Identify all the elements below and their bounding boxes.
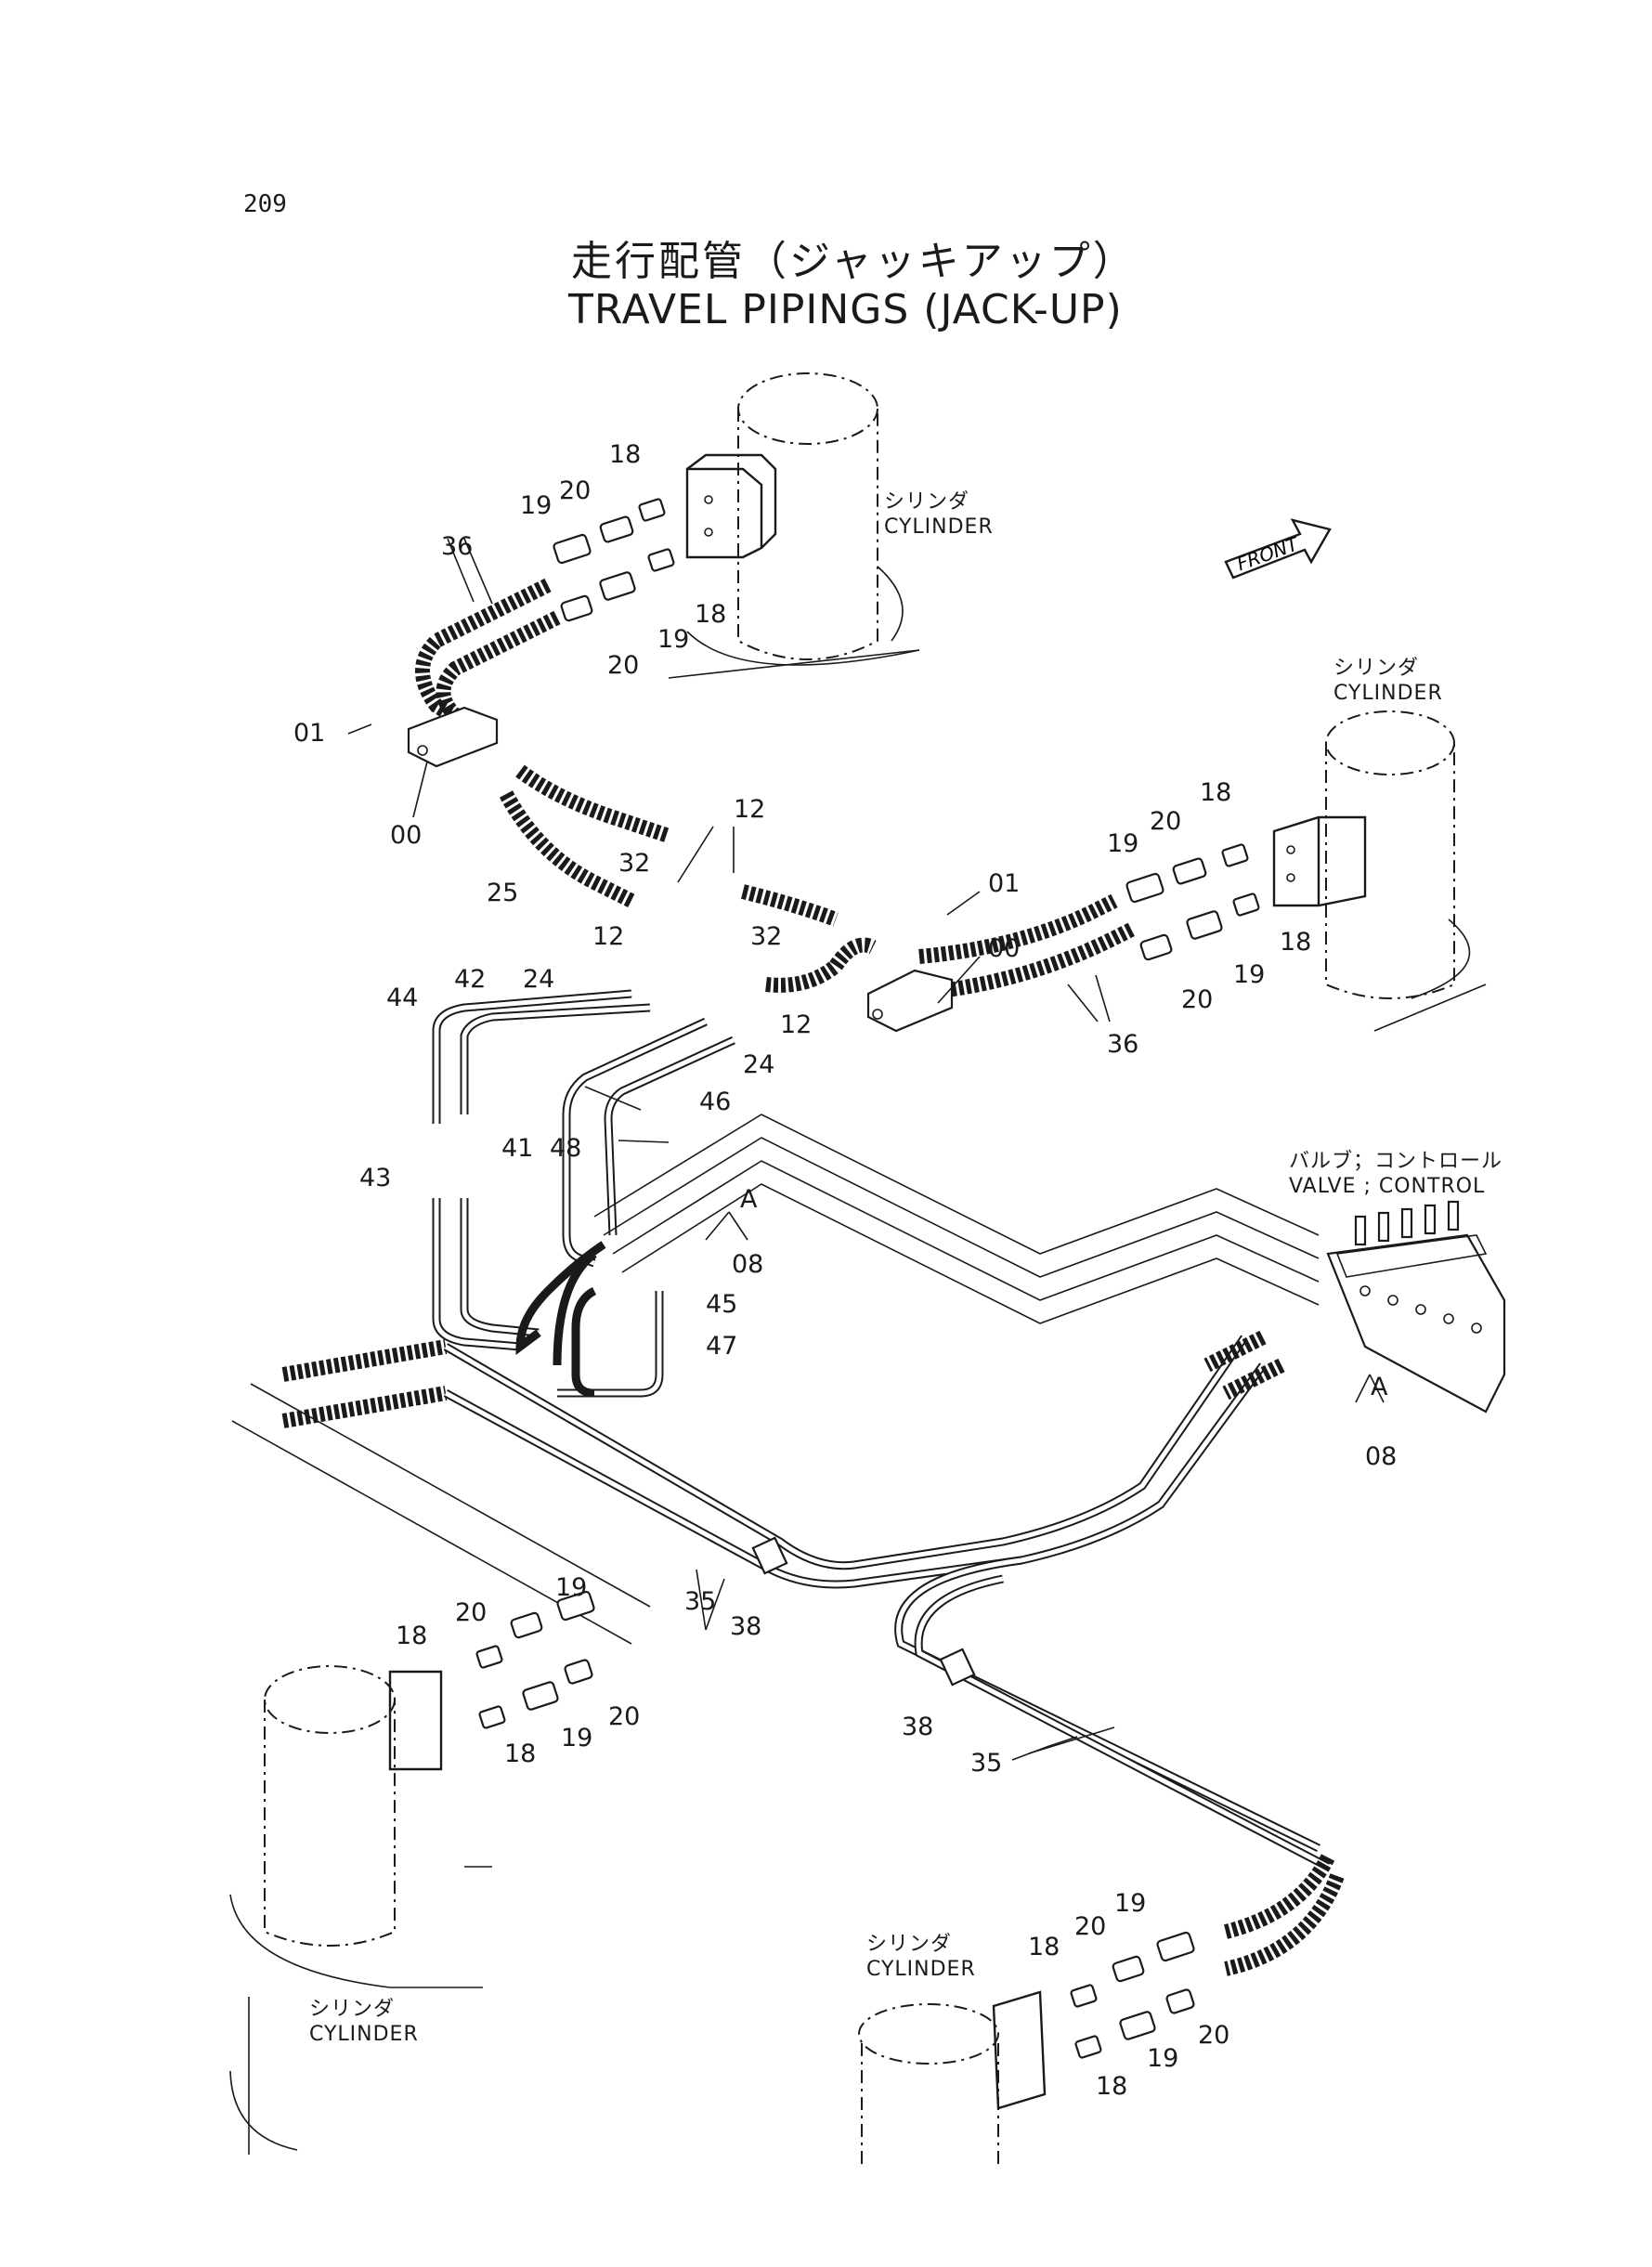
callout-19: 19 xyxy=(1147,2044,1178,2073)
callout-32: 32 xyxy=(618,849,650,878)
cylinder-label-top: シリンダ CYLINDER xyxy=(884,489,994,540)
callout-38: 38 xyxy=(730,1612,761,1641)
callout-18: 18 xyxy=(1280,928,1311,957)
callout-18: 18 xyxy=(609,440,641,469)
callout-20: 20 xyxy=(1074,1912,1106,1941)
cylinder-label-en: CYLINDER xyxy=(1333,682,1443,705)
clamp-38-right xyxy=(939,1648,976,1687)
cylinder-label-jp: シリンダ xyxy=(1333,657,1420,680)
callout-43: 43 xyxy=(359,1164,391,1192)
callout-48: 48 xyxy=(550,1134,581,1163)
callout-32: 32 xyxy=(750,922,782,951)
leader-lines xyxy=(347,538,1385,1761)
callout-41: 41 xyxy=(501,1134,533,1163)
callout-18: 18 xyxy=(1096,2072,1127,2101)
callout-20: 20 xyxy=(1198,2021,1229,2050)
callout-20: 20 xyxy=(559,476,591,505)
callout-19: 19 xyxy=(657,625,689,654)
page-number: 209 xyxy=(243,190,287,218)
clamp-38-left xyxy=(751,1536,788,1575)
callout-46: 46 xyxy=(699,1088,731,1116)
fittings-top xyxy=(553,498,675,622)
callout-18: 18 xyxy=(1028,1933,1060,1961)
callout-25: 25 xyxy=(487,879,518,907)
callout-view-a: A xyxy=(1371,1373,1388,1401)
callout-19: 19 xyxy=(1114,1889,1146,1918)
callout-numbers: 18 20 19 36 18 19 20 01 00 12 32 25 12 3… xyxy=(293,440,1397,2101)
callout-00: 00 xyxy=(988,934,1020,963)
hose-set-lower xyxy=(281,1330,1345,1976)
callout-47: 47 xyxy=(706,1332,737,1361)
pipe-group-middle xyxy=(432,989,735,1398)
callout-38: 38 xyxy=(902,1713,933,1741)
cylinder-label-jp: シリンダ xyxy=(884,490,970,514)
callout-36: 36 xyxy=(441,532,473,561)
cylinder-right xyxy=(1272,710,1487,1032)
callout-08: 08 xyxy=(732,1250,763,1279)
callout-12: 12 xyxy=(592,922,624,951)
callout-08: 08 xyxy=(1365,1442,1397,1471)
callout-19: 19 xyxy=(1233,960,1265,989)
fittings-right xyxy=(1125,843,1260,961)
callout-35: 35 xyxy=(970,1749,1002,1778)
callout-12: 12 xyxy=(780,1010,812,1039)
clamp-lower xyxy=(866,969,954,1033)
valve-label-jp: バルブ；コントロール xyxy=(1289,1150,1503,1173)
callout-19: 19 xyxy=(520,491,552,520)
callout-20: 20 xyxy=(1150,807,1181,836)
fittings-bottom-left xyxy=(475,1590,595,1729)
pipe-run-to-valve xyxy=(231,1114,1320,1645)
callout-36: 36 xyxy=(1107,1030,1138,1059)
callout-24: 24 xyxy=(743,1050,774,1079)
fittings-bottom-right xyxy=(1070,1931,1195,2059)
callout-35: 35 xyxy=(684,1587,716,1616)
callout-01: 01 xyxy=(988,869,1020,898)
callout-18: 18 xyxy=(1200,778,1231,807)
callout-18: 18 xyxy=(396,1622,427,1650)
cylinder-label-jp: シリンダ xyxy=(866,1933,953,1956)
callout-20: 20 xyxy=(455,1598,487,1627)
callout-20: 20 xyxy=(608,1702,640,1731)
cylinder-bottom-left xyxy=(229,1665,492,2155)
valve-label: バルブ；コントロール VALVE ; CONTROL xyxy=(1289,1149,1502,1199)
callout-12: 12 xyxy=(734,795,765,824)
cylinder-label-en: CYLINDER xyxy=(884,515,994,539)
title-english: TRAVEL PIPINGS (JACK-UP) xyxy=(568,286,1123,333)
cylinder-label-jp: シリンダ xyxy=(309,1998,396,2021)
clamp-upper xyxy=(407,706,499,768)
front-arrow-icon: FRONT xyxy=(1224,518,1332,580)
valve-label-en: VALVE ; CONTROL xyxy=(1289,1175,1486,1198)
cylinder-bottom-right xyxy=(858,1990,1047,2164)
callout-18: 18 xyxy=(504,1739,536,1768)
hose-set-top-right xyxy=(914,893,1137,1001)
callout-19: 19 xyxy=(555,1573,587,1602)
title-japanese: 走行配管（ジャッキアップ） xyxy=(571,238,1137,285)
callout-42: 42 xyxy=(454,965,486,994)
callout-01: 01 xyxy=(293,719,325,748)
callout-view-a: A xyxy=(740,1185,758,1214)
callout-45: 45 xyxy=(706,1290,737,1319)
callout-19: 19 xyxy=(561,1724,592,1752)
cylinder-label-en: CYLINDER xyxy=(309,2023,419,2046)
cylinder-label-bottom-left: シリンダ CYLINDER xyxy=(309,1997,419,2047)
callout-18: 18 xyxy=(695,600,726,629)
callout-20: 20 xyxy=(1181,985,1213,1014)
cylinder-label-bottom-right: シリンダ CYLINDER xyxy=(866,1932,976,1982)
cylinder-label-en: CYLINDER xyxy=(866,1958,976,1981)
callout-44: 44 xyxy=(386,984,418,1012)
front-label: FRONT xyxy=(1234,532,1303,576)
control-valve xyxy=(1326,1200,1506,1414)
callout-19: 19 xyxy=(1107,829,1138,858)
cylinder-label-right: シリンダ CYLINDER xyxy=(1333,656,1443,706)
callout-24: 24 xyxy=(523,965,554,994)
cylinder-top xyxy=(668,372,920,679)
hose-set-top-left xyxy=(415,578,877,993)
callout-20: 20 xyxy=(607,651,639,680)
callout-00: 00 xyxy=(390,821,422,850)
